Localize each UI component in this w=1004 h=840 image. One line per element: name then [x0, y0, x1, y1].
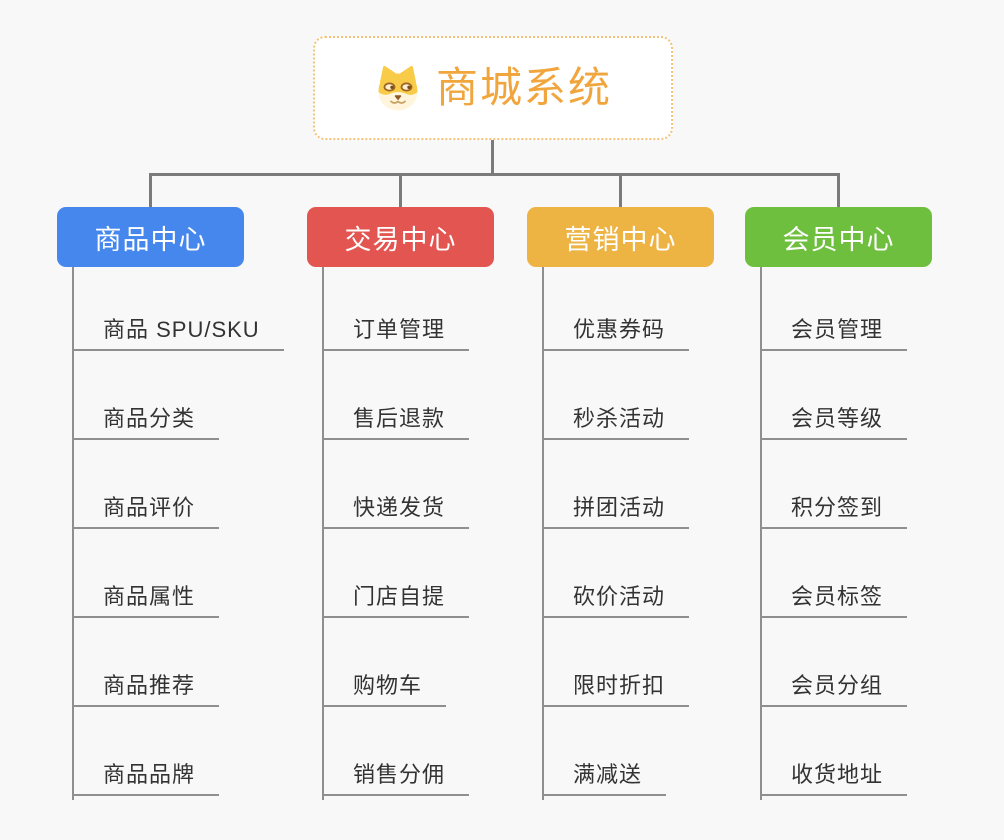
- child-topic[interactable]: 限时折扣: [542, 618, 690, 707]
- branch-vertical-line: [72, 267, 74, 800]
- branch-header[interactable]: 商品中心: [57, 207, 244, 267]
- child-topic[interactable]: 积分签到: [760, 440, 908, 529]
- branch-items: 会员管理会员等级积分签到会员标签会员分组收货地址: [760, 267, 932, 796]
- branch-header[interactable]: 营销中心: [527, 207, 714, 267]
- child-topic[interactable]: 购物车: [322, 618, 447, 707]
- child-topic[interactable]: 收货地址: [760, 707, 908, 796]
- child-topic[interactable]: 会员分组: [760, 618, 908, 707]
- connector-drop: [399, 173, 402, 207]
- child-topic[interactable]: 秒杀活动: [542, 351, 690, 440]
- root-topic[interactable]: 商城系统: [313, 36, 673, 140]
- child-topic[interactable]: 商品 SPU/SKU: [72, 267, 284, 351]
- child-topic[interactable]: 砍价活动: [542, 529, 690, 618]
- child-topic[interactable]: 优惠券码: [542, 267, 690, 351]
- branch-header[interactable]: 交易中心: [307, 207, 494, 267]
- branch-header-label: 商品中心: [94, 224, 207, 255]
- connector-horizontal-line: [149, 173, 840, 176]
- connector-drop: [149, 173, 152, 207]
- child-topic[interactable]: 会员管理: [760, 267, 908, 351]
- branch-items: 优惠券码秒杀活动拼团活动砍价活动限时折扣满减送: [542, 267, 714, 796]
- child-topic[interactable]: 商品分类: [72, 351, 220, 440]
- branch-vertical-line: [760, 267, 762, 800]
- child-topic[interactable]: 会员等级: [760, 351, 908, 440]
- branch-header-label: 交易中心: [344, 224, 457, 255]
- branch: 会员中心 会员管理会员等级积分签到会员标签会员分组收货地址: [745, 207, 932, 800]
- connector-drop: [837, 173, 840, 207]
- branch-header-label: 营销中心: [564, 224, 677, 255]
- child-topic[interactable]: 满减送: [542, 707, 667, 796]
- child-topic[interactable]: 快递发货: [322, 440, 470, 529]
- root-stem-connector: [491, 140, 494, 174]
- child-topic[interactable]: 拼团活动: [542, 440, 690, 529]
- child-topic[interactable]: 销售分佣: [322, 707, 470, 796]
- branch-header-label: 会员中心: [782, 224, 895, 255]
- dog-face-icon: [378, 65, 418, 110]
- child-topic[interactable]: 商品推荐: [72, 618, 220, 707]
- child-topic[interactable]: 商品属性: [72, 529, 220, 618]
- branch-vertical-line: [322, 267, 324, 800]
- branch-vertical-line: [542, 267, 544, 800]
- child-topic[interactable]: 售后退款: [322, 351, 470, 440]
- child-topic[interactable]: 商品品牌: [72, 707, 220, 796]
- root-topic-label: 商城系统: [435, 64, 612, 111]
- branch: 交易中心 订单管理售后退款快递发货门店自提购物车销售分佣: [307, 207, 494, 800]
- branch-items: 订单管理售后退款快递发货门店自提购物车销售分佣: [322, 267, 494, 796]
- child-topic[interactable]: 会员标签: [760, 529, 908, 618]
- child-topic[interactable]: 订单管理: [322, 267, 470, 351]
- branch: 营销中心 优惠券码秒杀活动拼团活动砍价活动限时折扣满减送: [527, 207, 714, 800]
- child-topic[interactable]: 商品评价: [72, 440, 220, 529]
- child-topic[interactable]: 门店自提: [322, 529, 470, 618]
- branch-header[interactable]: 会员中心: [745, 207, 932, 267]
- connector-drop: [619, 173, 622, 207]
